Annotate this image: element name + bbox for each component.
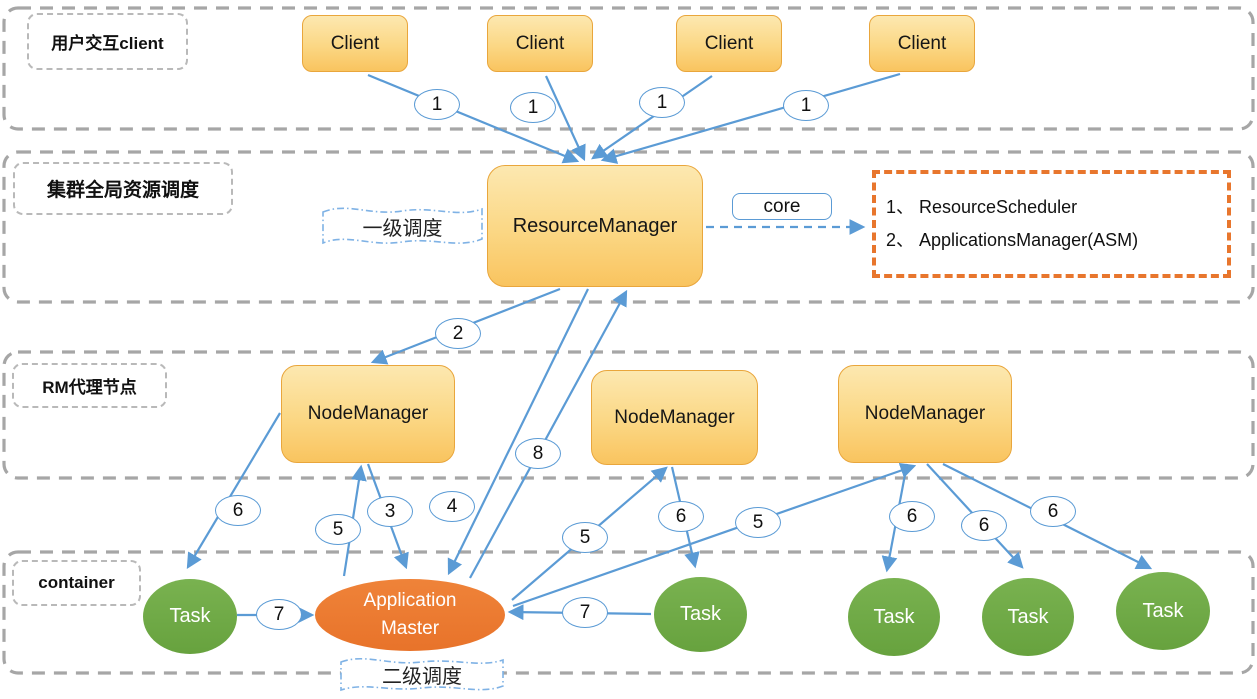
band-label-clients: 用户交互client	[27, 13, 188, 70]
component-item-applications-manager: 2、 ApplicationsManager(ASM)	[886, 230, 1139, 250]
step-badge-6b: 6	[658, 501, 704, 532]
step-badge-6d: 6	[961, 510, 1007, 541]
arrow-am-to-nm3	[512, 462, 917, 608]
step-badge-6a: 6	[215, 495, 261, 526]
application-master-line2: Master	[380, 618, 440, 639]
arrow-client3-to-rm	[591, 75, 713, 160]
band-clients-outline	[2, 6, 1255, 131]
task-circle-4: Task	[982, 578, 1074, 656]
step-badge-5b: 5	[562, 522, 608, 553]
client-box-4: Client	[869, 15, 975, 72]
component-item-resource-scheduler: 1、 ResourceScheduler	[886, 197, 1078, 217]
arrow-client4-to-rm	[600, 72, 901, 164]
step-badge-3: 3	[367, 496, 413, 527]
step-badge-8: 8	[515, 438, 561, 469]
arrow-client1-to-rm	[367, 73, 580, 164]
step-badge-6c: 6	[889, 501, 935, 532]
arrow-client2-to-rm	[544, 75, 586, 162]
step-badge-7a: 7	[256, 599, 302, 630]
core-label-box: core	[732, 193, 832, 220]
secondary-scheduling-label: 二级调度	[382, 666, 462, 688]
arrow-am-to-rm	[469, 289, 628, 579]
task-circle-2: Task	[654, 577, 747, 652]
step-badge-5c: 5	[735, 507, 781, 538]
band-outlines	[2, 6, 1255, 675]
band-container-outline	[2, 550, 1255, 675]
node-manager-box-3: NodeManager	[838, 365, 1012, 463]
step-badge-4: 4	[429, 491, 475, 522]
step-badge-2: 2	[435, 318, 481, 349]
step-badge-1c: 1	[639, 87, 685, 118]
step-badge-1d: 1	[783, 90, 829, 121]
task-circle-5: Task	[1116, 572, 1210, 650]
step-badge-1b: 1	[510, 92, 556, 123]
client-box-2: Client	[487, 15, 593, 72]
band-label-rm-agents: RM代理节点	[12, 363, 167, 408]
band-label-container: container	[12, 560, 141, 606]
arrow-rm-to-am	[447, 288, 589, 576]
arrow-nm1-to-task1	[186, 412, 281, 570]
secondary-scheduling-tape: 二级调度	[338, 652, 506, 697]
application-master-ellipse: Application Master	[315, 579, 505, 651]
primary-scheduling-tape: 一级调度	[320, 200, 485, 252]
client-box-3: Client	[676, 15, 782, 72]
step-badge-7b: 7	[562, 597, 608, 628]
tape-shape	[340, 657, 504, 692]
rm-components-box: 1、 ResourceScheduler 2、 ApplicationsMana…	[872, 170, 1231, 278]
step-badge-5a: 5	[315, 514, 361, 545]
node-manager-box-1: NodeManager	[281, 365, 455, 463]
application-master-line1: Application	[363, 590, 457, 612]
tape-shape	[322, 207, 483, 245]
step-badge-1a: 1	[414, 89, 460, 120]
task-circle-3: Task	[848, 578, 940, 656]
task-circle-1: Task	[143, 579, 237, 654]
band-rm-outline	[2, 150, 1255, 304]
band-label-global-scheduling: 集群全局资源调度	[13, 162, 233, 215]
resource-manager-box: ResourceManager	[487, 165, 703, 287]
node-manager-box-2: NodeManager	[591, 370, 758, 465]
primary-scheduling-label: 一级调度	[362, 217, 443, 240]
step-badge-6e: 6	[1030, 496, 1076, 527]
client-box-1: Client	[302, 15, 408, 72]
